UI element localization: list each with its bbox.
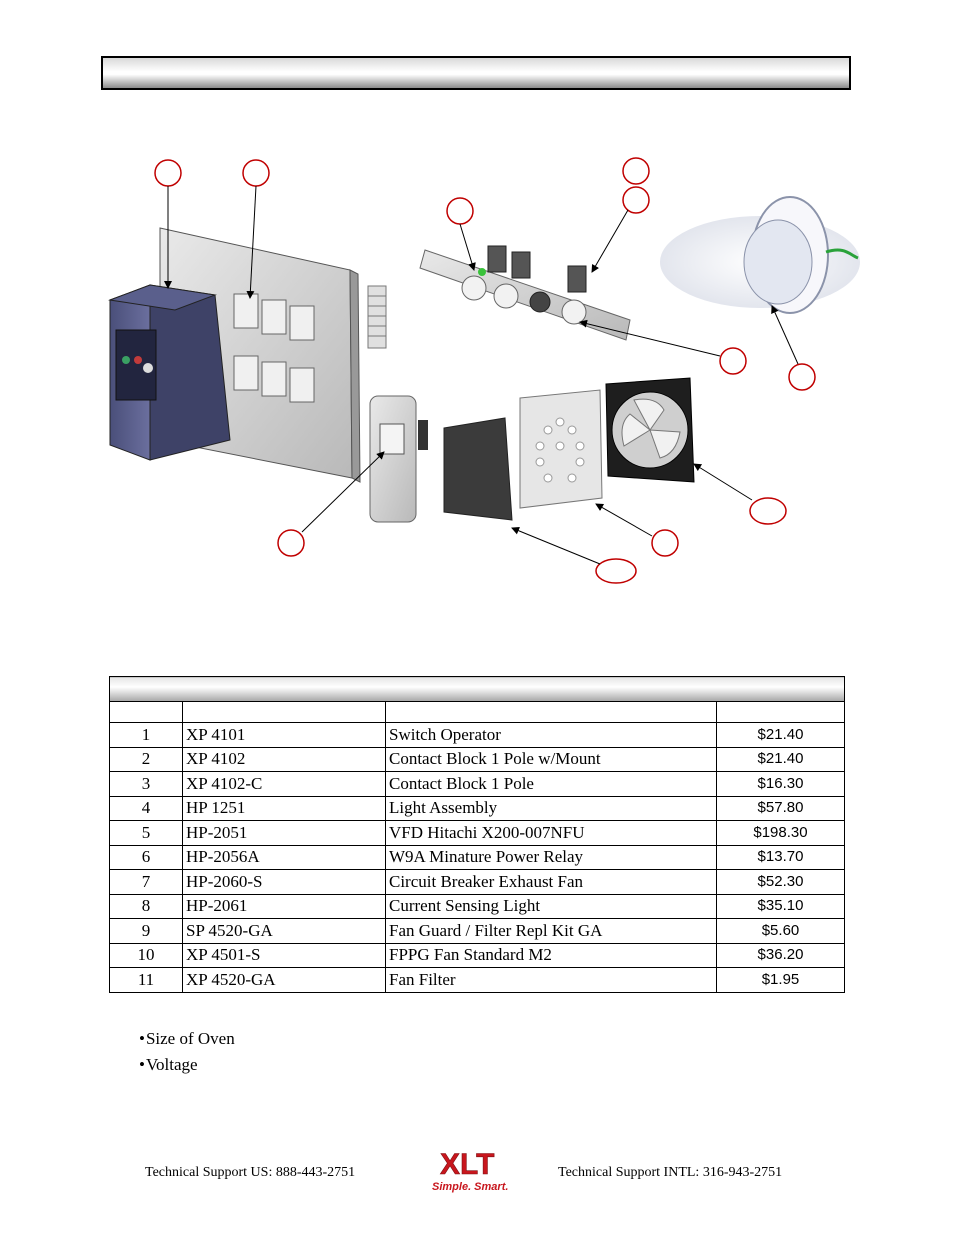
part-price: $21.40 <box>716 722 845 748</box>
fan-guard <box>519 389 603 509</box>
part-number: XP 4102 <box>182 746 386 772</box>
exploded-parts-diagram <box>108 157 860 584</box>
note-item: Voltage <box>139 1052 235 1078</box>
part-price: $35.10 <box>716 893 845 919</box>
control-panel <box>419 245 631 341</box>
part-price: $57.80 <box>716 795 845 821</box>
part-description: Contact Block 1 Pole <box>385 771 717 797</box>
vfd-drive-icon <box>108 284 231 461</box>
part-description: FPPG Fan Standard M2 <box>385 942 717 968</box>
part-description: Light Assembly <box>385 795 717 821</box>
part-description: Fan Guard / Filter Repl Kit GA <box>385 918 717 944</box>
part-description: Contact Block 1 Pole w/Mount <box>385 746 717 772</box>
part-number: XP 4101 <box>182 722 386 748</box>
xlt-logo: XLT Simple. Smart. <box>432 1148 508 1193</box>
part-number-index: 6 <box>109 844 183 870</box>
switch-panel-icon <box>369 395 428 523</box>
part-number-index: 7 <box>109 869 183 895</box>
part-number: XP 4520-GA <box>182 967 386 993</box>
part-price: $16.30 <box>716 771 845 797</box>
callout-markers <box>154 157 816 584</box>
part-number-index: 4 <box>109 795 183 821</box>
part-number-index: 8 <box>109 893 183 919</box>
notes-list: Size of Oven Voltage <box>139 1026 235 1078</box>
part-description: Fan Filter <box>385 967 717 993</box>
part-number-index: 5 <box>109 820 183 846</box>
part-number-index: 11 <box>109 967 183 993</box>
part-number-index: 3 <box>109 771 183 797</box>
support-intl: Technical Support INTL: 316-943-2751 <box>558 1165 783 1180</box>
logo-tagline: Simple. Smart. <box>432 1181 508 1193</box>
part-number: XP 4501-S <box>182 942 386 968</box>
part-price: $198.30 <box>716 820 845 846</box>
part-number: HP 1251 <box>182 795 386 821</box>
part-description: Circuit Breaker Exhaust Fan <box>385 869 717 895</box>
part-number: HP-2060-S <box>182 869 386 895</box>
note-item: Size of Oven <box>139 1026 235 1052</box>
part-number: XP 4102-C <box>182 771 386 797</box>
part-price: $1.95 <box>716 967 845 993</box>
light-assembly <box>660 196 860 314</box>
logo-text: XLT <box>440 1148 494 1181</box>
fan-filter-pad <box>443 417 513 521</box>
relay-icon <box>233 293 315 403</box>
table-column-headers <box>109 701 845 723</box>
support-us: Technical Support US: 888-443-2751 <box>145 1165 356 1180</box>
part-price: $13.70 <box>716 844 845 870</box>
part-number-index: 10 <box>109 942 183 968</box>
page-title-bar <box>101 56 851 90</box>
part-number: HP-2061 <box>182 893 386 919</box>
terminal-strip <box>367 285 387 349</box>
part-description: VFD Hitachi X200-007NFU <box>385 820 717 846</box>
part-number: SP 4520-GA <box>182 918 386 944</box>
part-description: W9A Minature Power Relay <box>385 844 717 870</box>
part-description: Switch Operator <box>385 722 717 748</box>
part-number: HP-2056A <box>182 844 386 870</box>
part-number: HP-2051 <box>182 820 386 846</box>
part-price: $52.30 <box>716 869 845 895</box>
part-number-index: 1 <box>109 722 183 748</box>
part-price: $36.20 <box>716 942 845 968</box>
fan-icon <box>605 377 695 483</box>
part-description: Current Sensing Light <box>385 893 717 919</box>
table-header-bar <box>109 676 845 702</box>
part-number-index: 2 <box>109 746 183 772</box>
part-price: $21.40 <box>716 746 845 772</box>
part-price: $5.60 <box>716 918 845 944</box>
part-number-index: 9 <box>109 918 183 944</box>
